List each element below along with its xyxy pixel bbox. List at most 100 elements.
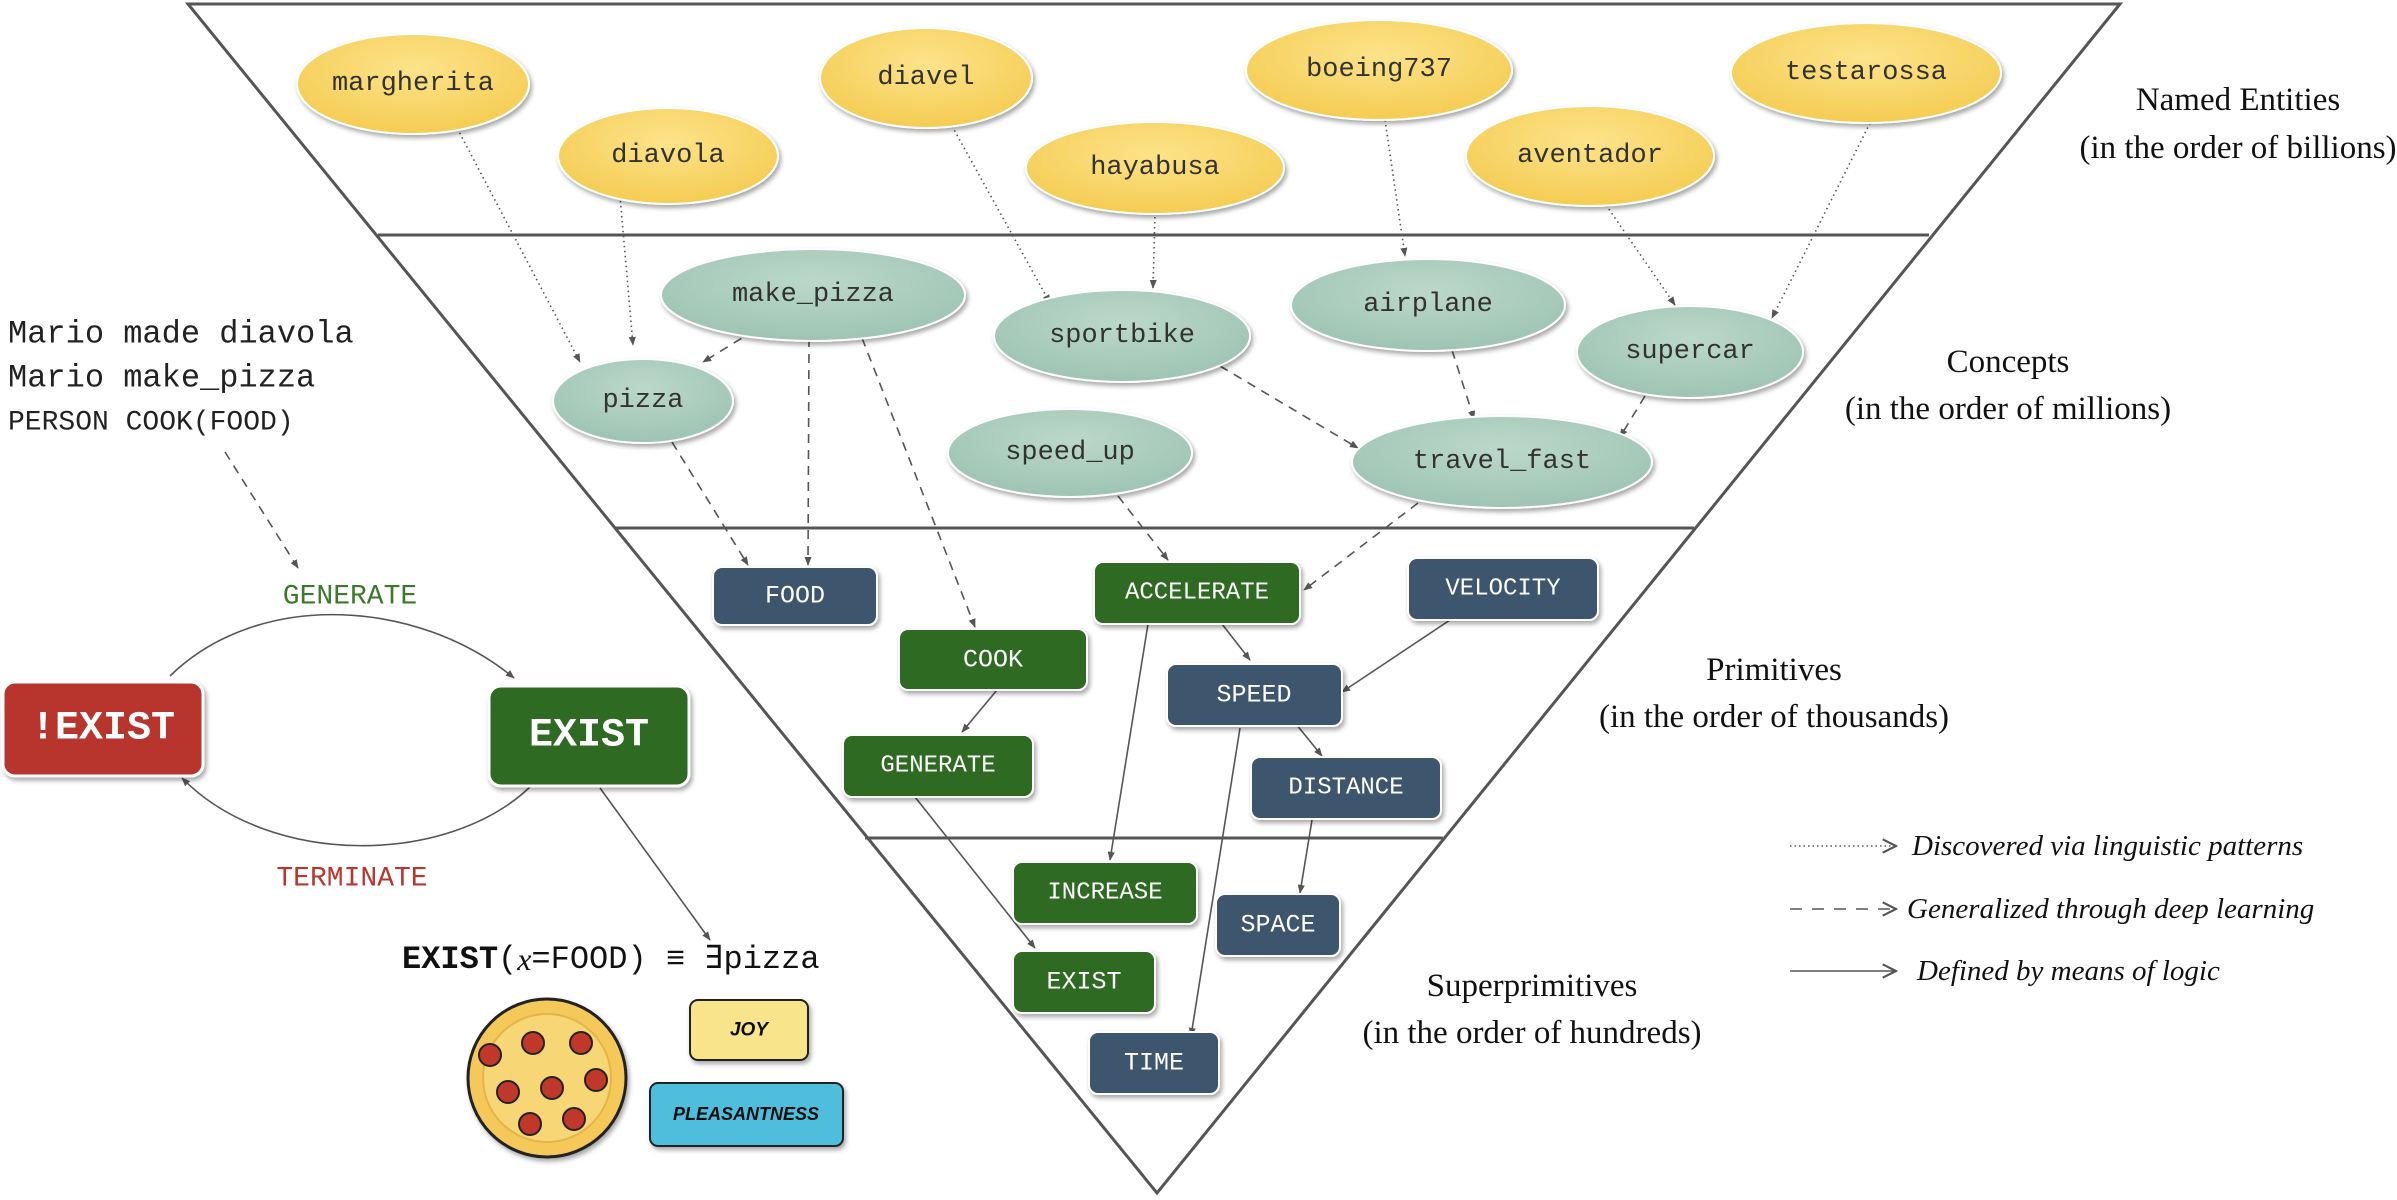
formula-open: ( (498, 941, 517, 978)
example-text: Mario made diavola Mario make_pizza PERS… (8, 316, 354, 439)
node-label: GENERATE (880, 753, 995, 780)
label-superprimitives-subtitle: (in the order of hundreds) (1362, 1015, 1701, 1051)
edge-aventador-supercar (1605, 204, 1676, 306)
pleasantness-tag: PLEASANTNESS (649, 1082, 844, 1147)
layer-labels: Named Entities (in the order of billions… (1362, 82, 2396, 1051)
node-label: travel_fast (1413, 447, 1591, 477)
edge-terminate-cycle (181, 777, 533, 847)
example-line-1: Mario made diavola (8, 316, 354, 353)
label-primitives-title: Primitives (1706, 652, 1842, 688)
edge-speed-distance (1295, 723, 1323, 757)
formula-var: x (516, 941, 531, 977)
node-generate[interactable]: GENERATE (842, 734, 1034, 798)
connections (169, 119, 1871, 1037)
edge-example-exist (224, 451, 299, 569)
edge-accelerate-increase (1107, 623, 1149, 861)
not-exist-box[interactable]: !EXIST (1, 680, 205, 778)
node-supercar[interactable]: supercar (1576, 305, 1804, 399)
node-label: sportbike (1049, 321, 1195, 351)
node-label: ACCELERATE (1125, 580, 1269, 607)
node-label: aventador (1517, 141, 1663, 171)
node-label: boeing737 (1306, 55, 1452, 85)
edge-makepizza-cook (861, 337, 976, 628)
legend-dashed-label: Generalized through deep learning (1907, 893, 2314, 925)
node-label: testarossa (1785, 58, 1947, 88)
node-label: FOOD (765, 582, 825, 611)
node-label: speed_up (1005, 438, 1135, 468)
edge-testarossa-supercar (1771, 122, 1871, 319)
primitive-nodes: FOOD COOK GENERATE ACCELERATE VELOCITY S… (712, 557, 1599, 1095)
label-superprimitives-title: Superprimitives (1427, 968, 1638, 1004)
label-named-entities-subtitle: (in the order of billions) (2079, 130, 2396, 166)
edge-distance-space (1297, 819, 1313, 894)
node-label: INCREASE (1047, 880, 1162, 907)
node-space[interactable]: SPACE (1215, 893, 1341, 957)
node-sportbike[interactable]: sportbike (993, 289, 1251, 383)
node-boeing737[interactable]: boeing737 (1245, 19, 1513, 121)
node-make-pizza[interactable]: make_pizza (660, 248, 966, 342)
node-diavel[interactable]: diavel (819, 27, 1033, 129)
edge-supercar-travelfast (1619, 395, 1646, 438)
edge-sportbike-travelfast (1219, 365, 1359, 449)
exist-label: EXIST (529, 714, 649, 759)
node-label: make_pizza (732, 280, 894, 310)
joy-tag: JOY (689, 999, 809, 1061)
concepts: make_pizza pizza sportbike airplane supe… (552, 248, 1804, 509)
edge-travelfast-accelerate (1303, 502, 1419, 591)
node-label: margherita (332, 69, 494, 99)
formula-equiv: ≡ ∃pizza (647, 941, 820, 978)
node-pizza[interactable]: pizza (552, 358, 734, 444)
cycle-generate-label: GENERATE (283, 582, 417, 613)
label-named-entities-title: Named Entities (2136, 82, 2340, 118)
node-label: supercar (1625, 337, 1755, 367)
node-distance[interactable]: DISTANCE (1250, 756, 1442, 820)
node-label: TIME (1124, 1049, 1184, 1078)
node-label: pizza (602, 386, 683, 416)
node-hayabusa[interactable]: hayabusa (1025, 121, 1285, 215)
node-airplane[interactable]: airplane (1290, 258, 1566, 352)
node-label: diavel (877, 63, 974, 93)
node-label: COOK (963, 646, 1023, 675)
node-travel-fast[interactable]: travel_fast (1351, 415, 1653, 509)
formula-exist: EXIST (402, 941, 498, 978)
node-exist-super[interactable]: EXIST (1012, 950, 1156, 1014)
legend-solid-label: Defined by means of logic (1916, 955, 2220, 987)
named-entities: margherita diavola diavel hayabusa boein… (296, 19, 2002, 215)
edge-velocity-speed (1341, 619, 1451, 693)
node-label: VELOCITY (1445, 576, 1560, 603)
node-label: EXIST (1046, 968, 1121, 997)
node-time[interactable]: TIME (1088, 1031, 1220, 1095)
edge-diavel-sportbike (951, 125, 1051, 304)
node-label: airplane (1363, 290, 1493, 320)
legend (1790, 846, 1896, 971)
edge-accelerate-speed (1221, 623, 1251, 661)
node-velocity[interactable]: VELOCITY (1407, 557, 1599, 621)
edge-airplane-travelfast (1451, 349, 1475, 420)
formula: EXIST(x=FOOD) ≡ ∃pizza (402, 941, 820, 978)
node-margherita[interactable]: margherita (296, 33, 530, 135)
exist-cycle: GENERATE TERMINATE !EXIST EXIST (1, 582, 691, 895)
node-speed[interactable]: SPEED (1166, 663, 1343, 727)
node-label: SPACE (1240, 911, 1315, 940)
pleasantness-label: PLEASANTNESS (673, 1104, 819, 1124)
node-accelerate[interactable]: ACCELERATE (1093, 561, 1301, 625)
edge-speed-time (1188, 727, 1241, 1037)
node-testarossa[interactable]: testarossa (1730, 22, 2002, 124)
node-speed-up[interactable]: speed_up (947, 408, 1193, 498)
node-increase[interactable]: INCREASE (1012, 861, 1198, 925)
edge-exist-formula (599, 787, 711, 941)
node-label: SPEED (1216, 681, 1291, 710)
node-diavola[interactable]: diavola (557, 107, 779, 205)
legend-dotted-label: Discovered via linguistic patterns (1911, 830, 2303, 862)
node-aventador[interactable]: aventador (1465, 105, 1715, 207)
node-food[interactable]: FOOD (712, 566, 878, 626)
node-cook[interactable]: COOK (898, 628, 1088, 691)
label-primitives-subtitle: (in the order of thousands) (1599, 699, 1949, 735)
example-line-2: Mario make_pizza (8, 360, 315, 397)
exist-box[interactable]: EXIST (487, 684, 691, 788)
label-concepts-title: Concepts (1947, 344, 2070, 380)
formula-food: =FOOD) (531, 941, 646, 978)
edge-cook-generate (961, 689, 998, 733)
pizza-icon (466, 997, 628, 1159)
